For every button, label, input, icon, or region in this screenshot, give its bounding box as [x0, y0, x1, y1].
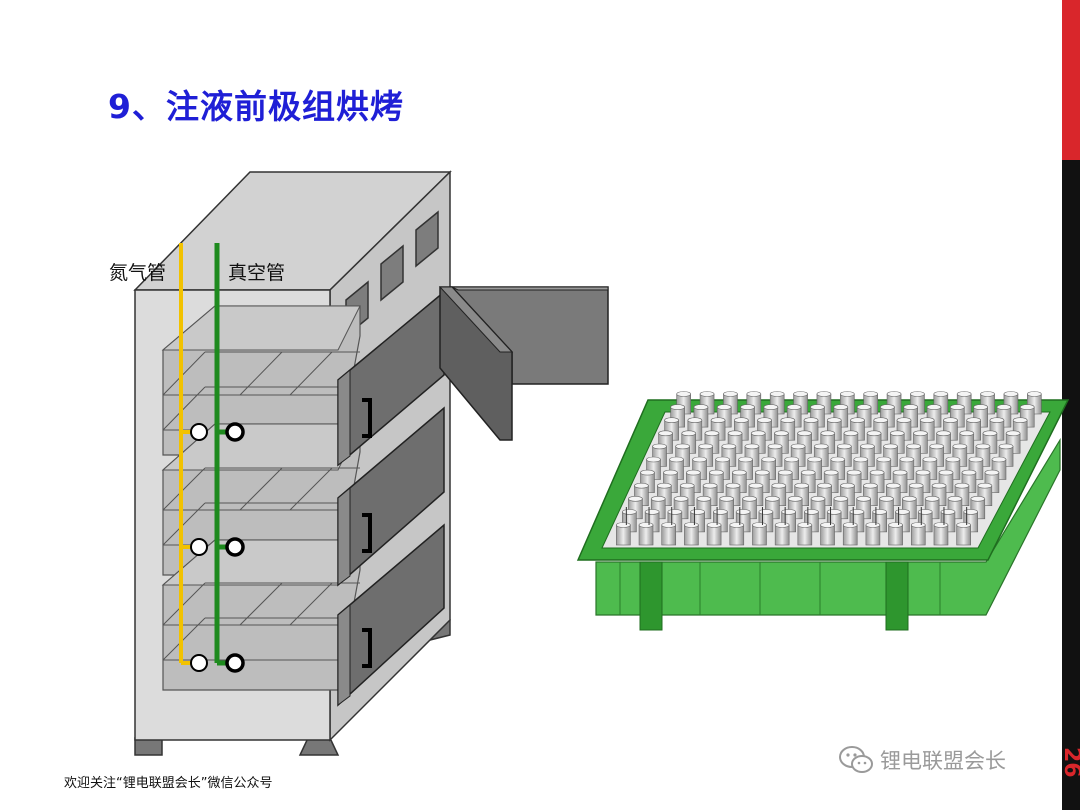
oven-door [337, 406, 445, 587]
vacuum-oven [133, 170, 609, 756]
nitrogen-pipe-label: 氮气管 [109, 262, 167, 284]
side-bar [1062, 160, 1080, 810]
battery-cell [933, 507, 949, 546]
battery-tray [576, 391, 1070, 631]
pipe-port [190, 422, 245, 673]
oven-chamber [161, 423, 361, 576]
battery-cell [727, 430, 743, 454]
battery-cell [910, 391, 925, 415]
slide-title: 9、注液前极组烘烤 [108, 87, 404, 126]
wechat-logo-icon [839, 746, 873, 773]
battery-cell [684, 507, 699, 546]
battery-cell [774, 507, 790, 546]
oven-chamber [161, 539, 361, 691]
battery-cell [661, 507, 677, 546]
battery-cell [706, 507, 722, 546]
battery-cell [820, 507, 835, 546]
oven-door [337, 290, 445, 467]
watermark: 锂电联盟会长 [838, 745, 1006, 775]
oven-door-open [438, 286, 609, 441]
battery-cell [752, 507, 767, 546]
battery-cell [616, 507, 631, 546]
vacuum-pipe-label: 真空管 [228, 262, 286, 284]
battery-cell-grid [616, 391, 1042, 546]
battery-cell [910, 507, 926, 546]
battery-cell [729, 507, 745, 546]
page-number: 26 [1059, 746, 1080, 778]
battery-cell [956, 507, 971, 546]
watermark-text: 锂电联盟会长 [880, 749, 1006, 773]
battery-cell [908, 482, 924, 507]
battery-cell [888, 507, 903, 546]
battery-cell [638, 507, 654, 546]
footer-text: 欢迎关注“锂电联盟会长”微信公众号 [64, 776, 273, 791]
battery-cell [721, 443, 737, 467]
side-accent-bar [1062, 0, 1080, 160]
battery-cell [842, 507, 858, 546]
battery-cell [865, 507, 881, 546]
oven-door [337, 523, 445, 707]
battery-cell [797, 507, 813, 546]
battery-cell [863, 391, 878, 415]
battery-cell [886, 391, 902, 415]
